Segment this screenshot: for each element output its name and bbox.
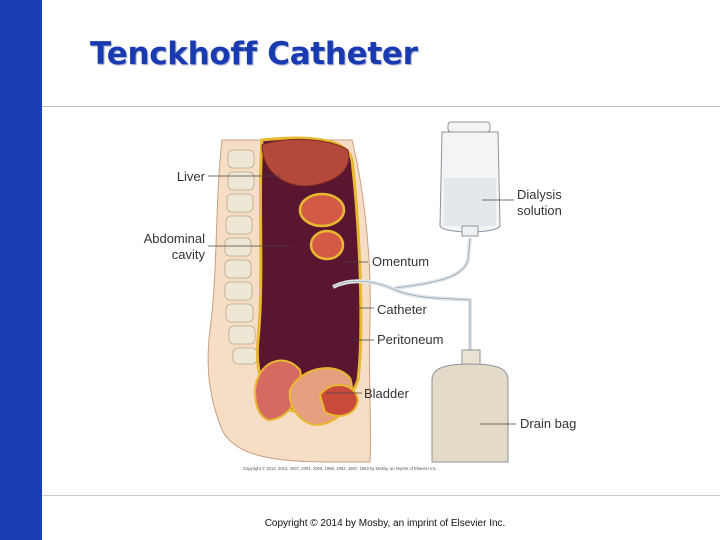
leader-lines <box>208 175 516 425</box>
drain-bag <box>431 349 509 463</box>
label-dialysis-2: solution <box>517 203 562 218</box>
spine <box>224 149 258 365</box>
copyright-footer: Copyright © 2014 by Mosby, an imprint of… <box>264 518 506 529</box>
label-drain-bag: Drain bag <box>520 416 576 431</box>
label-abdominal-1: Abdominal <box>144 231 206 246</box>
dialysis-bag <box>439 121 501 237</box>
intestines <box>298 192 346 261</box>
slide-title: Tenckhoff Catheter <box>90 36 418 72</box>
accent-bar <box>0 0 42 540</box>
label-catheter: Catheter <box>377 302 428 317</box>
label-bladder: Bladder <box>364 386 409 401</box>
label-omentum: Omentum <box>372 254 429 269</box>
footer-divider <box>42 495 720 496</box>
liver <box>261 138 350 187</box>
label-peritoneum: Peritoneum <box>377 332 443 347</box>
image-credit: Copyright © 2014, 2010, 2007, 2004, 2000… <box>243 466 437 471</box>
label-dialysis-1: Dialysis <box>517 187 562 202</box>
label-liver: Liver <box>177 169 206 184</box>
title-divider <box>42 106 720 107</box>
label-abdominal-2: cavity <box>172 247 206 262</box>
